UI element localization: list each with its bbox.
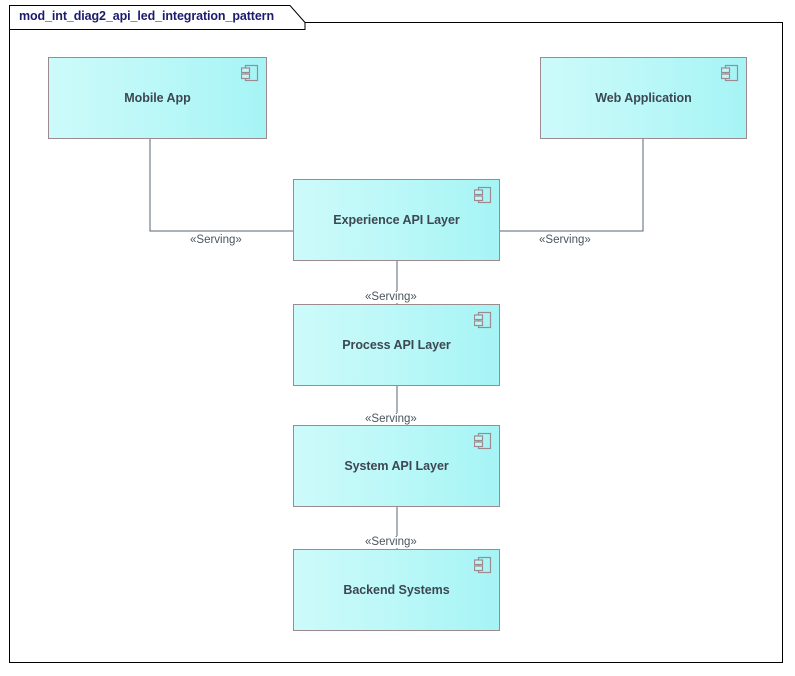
component-label: Experience API Layer [333,213,460,227]
component-label: System API Layer [344,459,449,473]
component-backend-systems[interactable]: Backend Systems [293,549,500,631]
connector-label-web-to-experience: «Serving» [536,234,594,246]
uml-component-icon [474,432,492,450]
component-label: Backend Systems [343,583,450,597]
component-label: Web Application [595,91,692,105]
connector-label-experience-to-process: «Serving» [362,291,420,303]
uml-component-icon [474,311,492,329]
component-label: Process API Layer [342,338,451,352]
component-experience-api-layer[interactable]: Experience API Layer [293,179,500,261]
component-system-api-layer[interactable]: System API Layer [293,425,500,507]
connector-label-system-to-backend: «Serving» [362,536,420,548]
uml-component-icon [721,64,739,82]
component-process-api-layer[interactable]: Process API Layer [293,304,500,386]
diagram-title-label: mod_int_diag2_api_led_integration_patter… [19,9,274,23]
diagram-title-tab-shape [9,5,306,30]
connector-label-process-to-system: «Serving» [362,413,420,425]
uml-component-icon [474,556,492,574]
uml-component-icon [474,186,492,204]
uml-component-icon [241,64,259,82]
component-web-application[interactable]: Web Application [540,57,747,139]
component-label: Mobile App [124,91,191,105]
connector-label-mobile-to-experience: «Serving» [187,234,245,246]
component-mobile-app[interactable]: Mobile App [48,57,267,139]
